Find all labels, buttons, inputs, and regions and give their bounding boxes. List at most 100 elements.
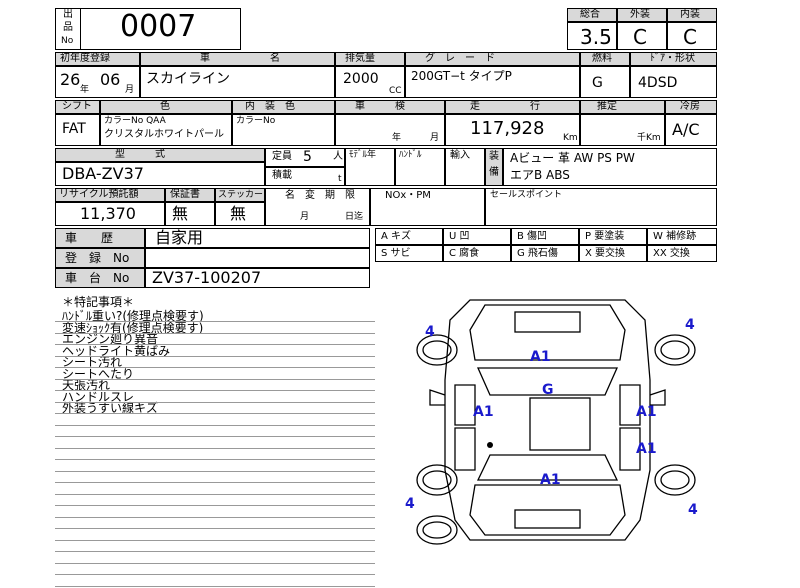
note-rule-line (55, 367, 375, 368)
spare-wheel-outer (416, 515, 458, 545)
legend-cell (647, 245, 717, 262)
mark-wheel-fr: 4 (685, 317, 695, 333)
wheel-rl-outer (416, 464, 458, 496)
body-value: 4DSD (638, 75, 678, 91)
sticker-value: 無 (230, 204, 247, 223)
note-rule-line (55, 528, 375, 529)
hdr-car-name (140, 52, 335, 66)
val-fuel (580, 66, 630, 98)
interior-label: 内装 (680, 9, 700, 20)
displacement-unit: CC (389, 86, 402, 96)
wheel-fl-inner (422, 340, 452, 360)
note-item: 天張汚れ (62, 378, 111, 392)
hdr-warranty (165, 188, 215, 202)
left-mirror (429, 389, 446, 406)
fuel-label: 燃料 (592, 53, 612, 64)
insp-month-unit: 月 (430, 133, 440, 143)
mileage-value: 117,928 (470, 118, 545, 139)
mark-windshield: G (542, 382, 554, 398)
legend-item: B 傷凹 (517, 231, 548, 242)
hdr-ac (665, 100, 717, 114)
model-code: DBA-ZV37 (62, 164, 144, 183)
note-item: ヘッドライト黄ばみ (62, 343, 171, 358)
int-color-label: 内 装 色 (245, 101, 295, 112)
note-rule-line (55, 413, 375, 414)
val-door (630, 66, 717, 98)
note-rule-line (55, 447, 375, 449)
note-rule-line (55, 344, 375, 345)
wheel-fr-outer (654, 334, 696, 366)
lot-label-cell (55, 8, 81, 50)
chassis-value: ZV37-100207 (152, 268, 262, 287)
grade-label: グ レ ー ド (425, 53, 495, 64)
lot-label-1: 出 (63, 9, 73, 20)
grade-exterior: C (633, 25, 647, 49)
hdr-sticker (215, 188, 265, 202)
mark-wheel-rr: 4 (688, 502, 698, 518)
notes-title: ＊特記事項＊ (62, 295, 135, 309)
legend-cell (579, 245, 647, 262)
note-rule-line (55, 562, 375, 564)
grade-overall: 3.5 (580, 25, 612, 49)
import-cell (445, 148, 485, 186)
trunk-outline (469, 484, 626, 536)
hdr-fuel (580, 52, 630, 66)
wheel-rl-inner (422, 470, 452, 490)
wheel-rr-inner (660, 470, 690, 490)
val-sticker (215, 202, 265, 226)
insp-year-unit: 年 (392, 133, 402, 143)
first-reg-label: 初年度登録 (60, 53, 110, 64)
hdr-color (100, 100, 232, 114)
right-rear-door (619, 427, 641, 471)
note-item: シート汚れ (62, 355, 123, 369)
note-rule-line (55, 355, 375, 357)
warranty-label: 保証書 (170, 189, 200, 200)
val-color (100, 114, 232, 146)
grade-header-exterior (617, 8, 667, 22)
windshield-outline (476, 367, 619, 396)
val-recycle (55, 202, 165, 226)
warranty-value: 無 (172, 204, 189, 223)
reg-no-label: 登 録 No (65, 251, 130, 265)
reg-year: 26 (60, 70, 81, 89)
legend-cell (375, 245, 443, 262)
note-rule-line (55, 332, 375, 334)
spare-wheel-inner (422, 521, 452, 539)
reg-month: 06 (100, 70, 121, 89)
damage-dot (487, 442, 493, 448)
val-reg-no (145, 248, 370, 268)
mark-wheel-rl: 4 (405, 496, 415, 512)
inspection-label: 車 検 (355, 101, 405, 112)
import-label: 輸入 (450, 150, 470, 161)
hdr-estimate (580, 100, 665, 114)
note-rule-line (55, 482, 375, 483)
reg-month-unit: 月 (125, 85, 135, 95)
load-label: 積載 (272, 170, 292, 181)
mark-trunk: A1 (540, 472, 561, 488)
capacity-cell (265, 148, 345, 167)
equip-value-cell (503, 148, 717, 186)
val-chassis (145, 268, 370, 288)
sales-point-label: セールスポイント (490, 190, 563, 200)
note-rule-line (55, 505, 375, 506)
legend-item: U 凹 (449, 231, 470, 242)
equip-label-cell (485, 148, 503, 186)
car-name-label-2: 名 (270, 53, 280, 64)
note-rule-line (55, 378, 375, 380)
legend-cell (443, 228, 511, 245)
note-item: 変速ｼｮｯｸ有(修理点検要す) (62, 320, 204, 335)
legend-item: W 補修跡 (653, 231, 697, 242)
recycle-fee: 11,370 (80, 204, 136, 223)
hdr-history (55, 228, 145, 248)
hdr-shift (55, 100, 100, 114)
hdr-chassis (55, 268, 145, 288)
recycle-label: リサイクル預託額 (59, 189, 139, 200)
nox-cell (370, 188, 485, 226)
hdr-displacement (335, 52, 405, 66)
estimate-label: 推定 (597, 101, 617, 112)
left-front-door (454, 384, 476, 426)
note-rule-line (55, 539, 375, 541)
ac-value: A/C (672, 120, 700, 139)
note-rule-line (55, 459, 375, 460)
